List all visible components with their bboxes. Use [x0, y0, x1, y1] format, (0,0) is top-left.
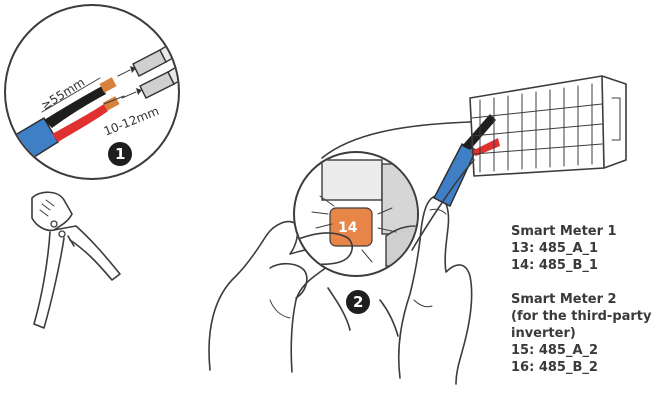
step-1-badge: 1 — [108, 142, 132, 166]
terminal-block — [470, 76, 626, 176]
svg-text:2: 2 — [353, 293, 363, 311]
meter2-line1: (for the third-party — [511, 308, 652, 325]
meter2-line3: 15: 485_A_2 — [511, 342, 652, 359]
smart-meter-2-labels: Smart Meter 2 (for the third-party inver… — [511, 291, 652, 376]
smart-meter-1-labels: Smart Meter 1 13: 485_A_1 14: 485_B_1 — [511, 223, 617, 274]
step-2-badge: 2 — [346, 290, 370, 314]
rs485-cable — [434, 114, 500, 206]
meter2-title: Smart Meter 2 — [511, 291, 652, 308]
svg-text:1: 1 — [115, 145, 125, 163]
crimping-tool — [32, 192, 120, 328]
cable-strip-detail: ≥55mm 10-12mm — [0, 5, 184, 179]
meter1-line2: 14: 485_B_1 — [511, 257, 617, 274]
meter1-line1: 13: 485_A_1 — [511, 240, 617, 257]
terminal-number: 14 — [338, 220, 358, 236]
meter1-title: Smart Meter 1 — [511, 223, 617, 240]
meter2-line4: 16: 485_B_2 — [511, 359, 652, 376]
meter2-line2: inverter) — [511, 325, 652, 342]
